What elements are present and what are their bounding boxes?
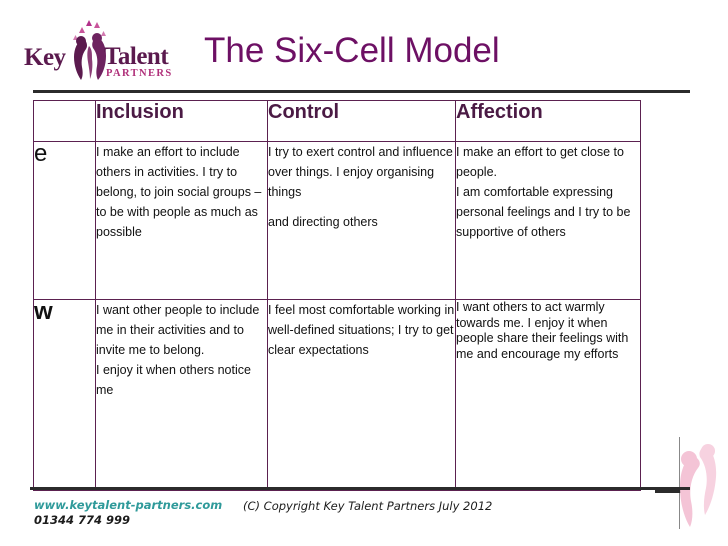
cell-w-control: I feel most comfortable working in well-… — [267, 299, 456, 491]
header-corner-cell — [33, 100, 96, 142]
footer-divider — [30, 487, 690, 490]
cell-paragraph: I make an effort to include others in ac… — [96, 145, 262, 239]
people-figure-watermark-icon — [680, 444, 717, 527]
table-header-row: Inclusion Control Affection — [33, 100, 641, 142]
table-row: w I want other people to include me in t… — [33, 299, 641, 491]
cell-w-affection: I want others to act warmly towards me. … — [455, 299, 641, 491]
people-figure-icon — [73, 20, 106, 80]
watermark-vertical-line — [679, 437, 680, 529]
column-header-inclusion: Inclusion — [95, 100, 268, 142]
phone-number: 01344 774 999 — [34, 513, 131, 527]
cell-paragraph: I am comfortable expressing personal fee… — [456, 185, 631, 239]
footer: www.keytalent-partners.com 01344 774 999… — [34, 498, 694, 538]
copyright-notice: (C) Copyright Key Talent Partners July 2… — [243, 499, 493, 513]
cell-paragraph: I make an effort to get close to people. — [456, 145, 624, 179]
cell-paragraph: I enjoy it when others notice me — [96, 363, 251, 397]
cell-e-control: I try to exert control and influence ove… — [267, 141, 456, 300]
table-row: e I make an effort to include others in … — [33, 141, 641, 300]
logo-talent-text: Talent — [104, 43, 169, 70]
cell-e-inclusion: I make an effort to include others in ac… — [95, 141, 268, 300]
cell-paragraph: I want other people to include me in the… — [96, 303, 260, 357]
row-label-w: w — [33, 299, 96, 491]
logo-partners-text: PARTNERS — [106, 68, 173, 79]
column-header-control: Control — [267, 100, 456, 142]
watermark-horizontal-line — [655, 490, 681, 493]
row-label-e: e — [33, 141, 96, 300]
cell-w-inclusion: I want other people to include me in the… — [95, 299, 268, 491]
six-cell-table: Inclusion Control Affection e I make an … — [33, 100, 641, 491]
page-title: The Six-Cell Model — [204, 31, 500, 70]
cell-paragraph: I want others to act warmly towards me. … — [456, 300, 629, 361]
cell-paragraph: I feel most comfortable working in well-… — [268, 303, 455, 357]
cell-e-affection: I make an effort to get close to people.… — [455, 141, 641, 300]
header-divider — [33, 90, 690, 93]
cell-paragraph: I try to exert control and influence ove… — [268, 145, 453, 199]
logo-key-text: Key — [24, 44, 66, 71]
cell-paragraph: and directing others — [268, 215, 378, 229]
brand-logo: Key Talent PARTNERS — [22, 14, 192, 84]
column-header-affection: Affection — [455, 100, 641, 142]
website-link[interactable]: www.keytalent-partners.com — [34, 498, 223, 512]
